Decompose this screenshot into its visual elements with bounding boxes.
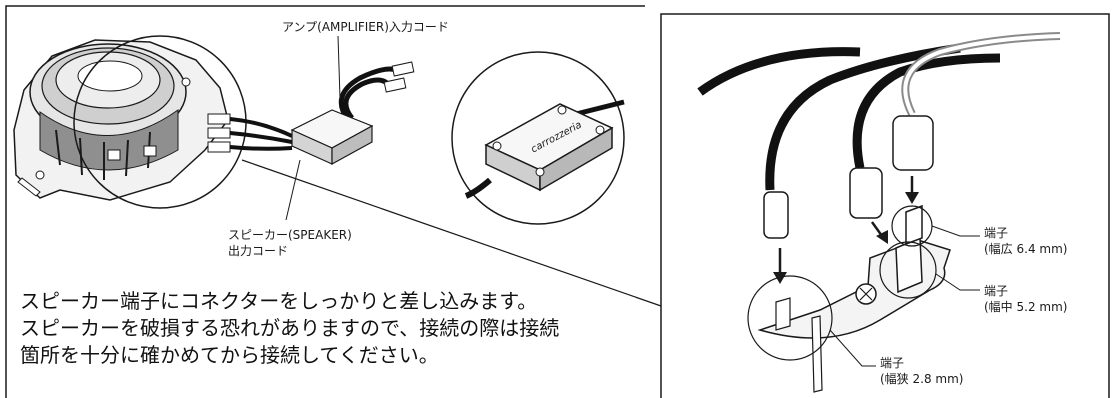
instruction-line-3: 箇所を十分に確かめてから接続してください。 [20, 343, 439, 367]
mid-terminal-circle [879, 241, 937, 299]
mid-terminal-leader [935, 273, 980, 291]
speaker-terminal-bracket [757, 204, 951, 393]
narrow-terminal-label-line1: 端子 [880, 356, 905, 370]
instruction-note: スピーカー端子にコネクターをしっかりと差し込みます。 スピーカーを破損する恐れが… [20, 288, 559, 369]
instruction-line-2: スピーカーを破損する恐れがありますので、接続の際は接続 [20, 316, 560, 340]
mid-terminal-label-line1: 端子 [984, 284, 1009, 298]
module-zoom-detail: carrozzeria [464, 99, 625, 199]
narrow-terminal-leader [829, 329, 876, 367]
speaker-output-cord-label-line1: スピーカー(SPEAKER) [228, 228, 352, 242]
mid-terminal-label-line2: (幅中 5.2 mm) [984, 300, 1068, 314]
speaker-illustration [13, 39, 229, 201]
speaker-output-cord-label-line2: 出力コード [228, 244, 289, 258]
right-connectors [763, 115, 934, 239]
crossover-module [285, 109, 374, 221]
speaker-side-connectors [207, 113, 293, 153]
right-wires [697, 32, 1061, 191]
detail-leader-line [241, 159, 662, 307]
insert-arrows [773, 176, 919, 284]
narrow-terminal-label-line2: (幅狭 2.8 mm) [880, 372, 964, 386]
left-frame [5, 5, 645, 398]
narrow-terminal-circle [747, 275, 833, 361]
amplifier-input-cord [337, 35, 415, 122]
wide-terminal-label-line2: (幅広 6.4 mm) [984, 242, 1068, 256]
wide-terminal-leader [931, 225, 980, 237]
wide-terminal-label-line1: 端子 [984, 226, 1009, 240]
instruction-line-1: スピーカー端子にコネクターをしっかりと差し込みます。 [20, 289, 538, 313]
amp-input-cord-label: アンプ(AMPLIFIER)入力コード [282, 20, 449, 34]
right-detail-frame [660, 13, 1110, 398]
